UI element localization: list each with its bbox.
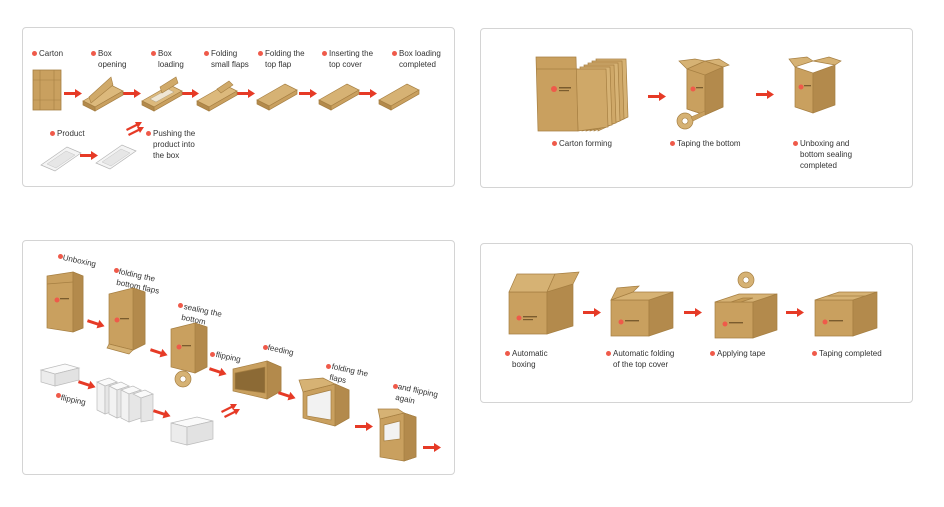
applying-tape-box-icon (713, 270, 781, 340)
step-label-taping-bottom: Taping the bottom (677, 139, 741, 148)
folding-top-flap-box-icon (255, 80, 299, 111)
arrow-right-icon (684, 308, 702, 317)
arrow-right-icon (80, 151, 98, 160)
bullet-dot (114, 268, 119, 273)
bullet-dot (393, 384, 398, 389)
bullet-dot (58, 254, 63, 259)
step-label-inserting-top-cover: Inserting the top cover (329, 49, 374, 69)
panel-unboxing-process: Unboxing folding the bottom flaps sealin… (22, 240, 455, 475)
step-label-carton: Carton (39, 49, 64, 58)
step-label-automatic-boxing: Automatic boxing (512, 349, 548, 369)
product-tray-icon (94, 139, 138, 171)
upright-carton-icon (46, 268, 87, 333)
flipping-again-box-icon (377, 408, 422, 462)
bullet-dot (670, 141, 675, 146)
folding-bottom-flaps-box-icon (106, 286, 149, 355)
sealed-bottom-box-icon (788, 56, 845, 115)
bullet-dot (178, 303, 183, 308)
arrow-right-icon (423, 443, 441, 452)
arrow-right-icon (756, 90, 774, 99)
bullet-dot (204, 51, 209, 56)
step-label-box-loading-completed: Box loading completed (399, 49, 441, 69)
arrow-right-icon (77, 377, 97, 391)
bullet-dot (151, 51, 156, 56)
arrow-right-icon (237, 89, 255, 98)
taped-box-icon (813, 286, 881, 338)
folding-flaps-open-box-icon (298, 377, 355, 432)
arrow-right-icon (149, 345, 169, 359)
arrow-right-icon (86, 316, 106, 330)
loading-tray-box-icon (140, 75, 184, 112)
arrow-right-icon (786, 308, 804, 317)
open-tray-box-icon (81, 75, 125, 112)
arrow-right-icon (583, 308, 601, 317)
bullet-dot (793, 141, 798, 146)
step-label-flipping-lower: flipping (59, 392, 87, 408)
bullet-dot (326, 364, 331, 369)
flat-carton-icon (32, 69, 62, 111)
arrow-right-icon (208, 364, 228, 378)
bullet-dot (258, 51, 263, 56)
step-label-box-opening: Box opening (98, 49, 127, 69)
arrow-right-icon (359, 89, 377, 98)
step-label-taping-completed: Taping completed (819, 349, 882, 358)
arrow-right-icon (152, 406, 172, 420)
panel-carton-forming: Carton forming Taping the bottom Unboxin… (480, 28, 913, 188)
arrow-right-icon (64, 89, 82, 98)
push-arrows-icon (221, 399, 243, 418)
bullet-dot (32, 51, 37, 56)
folding-flaps-box-icon (195, 77, 239, 112)
push-arrows-icon (126, 119, 146, 136)
bullet-dot (505, 351, 510, 356)
step-label-folding-top-flap: Folding the top flap (265, 49, 305, 69)
open-box-icon (507, 270, 581, 336)
arrow-right-icon (181, 89, 199, 98)
bullet-dot (552, 141, 557, 146)
arrow-right-icon (277, 388, 297, 402)
bullet-dot (710, 351, 715, 356)
step-label-box-loading: Box loading (158, 49, 184, 69)
bullet-dot (146, 131, 151, 136)
arrow-right-icon (648, 92, 666, 101)
step-label-unboxing-bottom-sealing: Unboxing and bottom sealing completed (800, 139, 853, 170)
bullet-dot (812, 351, 817, 356)
step-label-folding-small-flaps: Folding small flaps (211, 49, 249, 69)
folding-cover-box-icon (609, 285, 677, 338)
arrow-right-icon (299, 89, 317, 98)
arrow-right-icon (355, 422, 373, 431)
sealing-bottom-box-icon (169, 321, 213, 389)
panel-box-loading: Carton Box opening Box loading Folding s… (22, 27, 455, 187)
push-label: Pushing the product into the box (153, 129, 196, 160)
flipped-box-icon (231, 357, 285, 401)
product-tray-icon (39, 141, 83, 173)
bullet-dot (263, 345, 268, 350)
step-label-carton-forming: Carton forming (559, 139, 612, 148)
bullet-dot (392, 51, 397, 56)
completed-flat-box-icon (377, 80, 421, 111)
bullet-dot (50, 131, 55, 136)
inserting-cover-box-icon (317, 80, 361, 111)
step-label-feeding: feeding (266, 342, 295, 358)
bullet-dot (606, 351, 611, 356)
product-pack-icon (169, 415, 217, 447)
taping-bottom-box-icon (673, 58, 735, 131)
product-label: Product (57, 129, 85, 138)
bullet-dot (56, 393, 61, 398)
step-label-automatic-folding: Automatic folding of the top cover (613, 349, 675, 369)
step-label-applying-tape: Applying tape (717, 349, 766, 358)
carton-stack-icon (535, 55, 632, 133)
panel-automatic-taping: Automatic boxing Automatic folding of th… (480, 243, 913, 403)
arrow-right-icon (123, 89, 141, 98)
bullet-dot (322, 51, 327, 56)
bullet-dot (91, 51, 96, 56)
product-stack-icon (95, 374, 159, 423)
bullet-dot (210, 352, 215, 357)
product-pack-icon (39, 362, 83, 388)
step-label-flipping-again: and flipping again (394, 381, 439, 406)
